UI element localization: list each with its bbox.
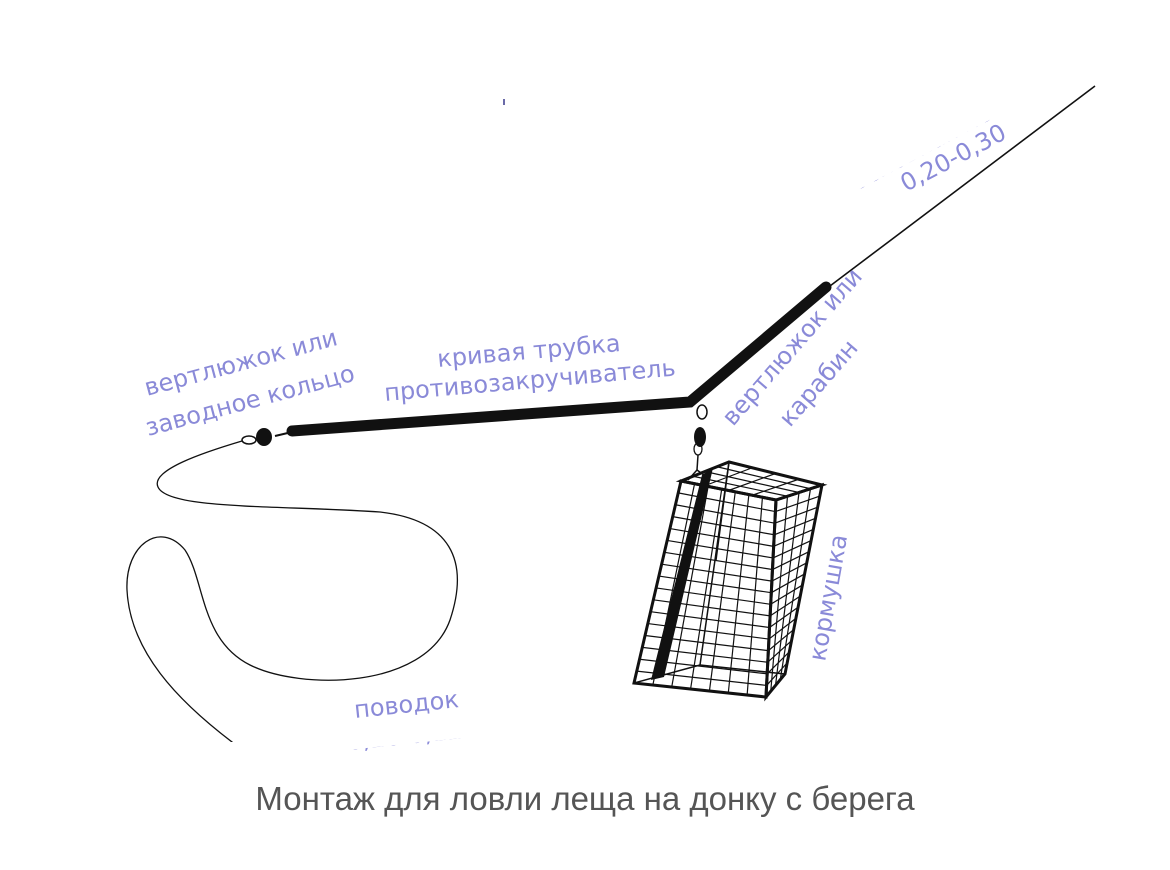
cage-mesh-line (672, 516, 775, 536)
anti-twist-tube (286, 281, 832, 437)
cage-mesh-line (689, 489, 723, 690)
feeder-cage (632, 460, 828, 702)
main-line (825, 85, 1096, 290)
cage-mesh-line (708, 491, 736, 692)
cage-mesh-line (779, 488, 812, 680)
label-feeder: кормушка (803, 532, 853, 663)
label-main-line-size: 0,20-0,30 (896, 118, 1011, 197)
cage-mesh-line (671, 486, 709, 688)
label-leader-title: поводок (353, 685, 460, 724)
rig-diagram: основная ле 0,20-0,30 вертлюжок или заво… (126, 85, 1096, 756)
speck (503, 99, 505, 105)
cage-mesh-line (669, 527, 774, 547)
swivel-snap (687, 404, 709, 481)
swivel-ring (241, 428, 293, 446)
leader-line (126, 440, 458, 742)
figure-caption: Монтаж для ловли леща на донку с берега (255, 780, 915, 817)
cage-mesh-line (704, 470, 800, 494)
cage-mesh-line (770, 496, 789, 692)
cage-mesh-line (675, 504, 775, 524)
cage-mesh-line (667, 539, 774, 559)
cage-mesh-line (727, 494, 750, 694)
cage-mesh-line (678, 492, 776, 513)
cage-mesh-line (746, 497, 764, 696)
cage-mesh-line (774, 492, 800, 686)
cage-mesh-line (716, 466, 811, 490)
